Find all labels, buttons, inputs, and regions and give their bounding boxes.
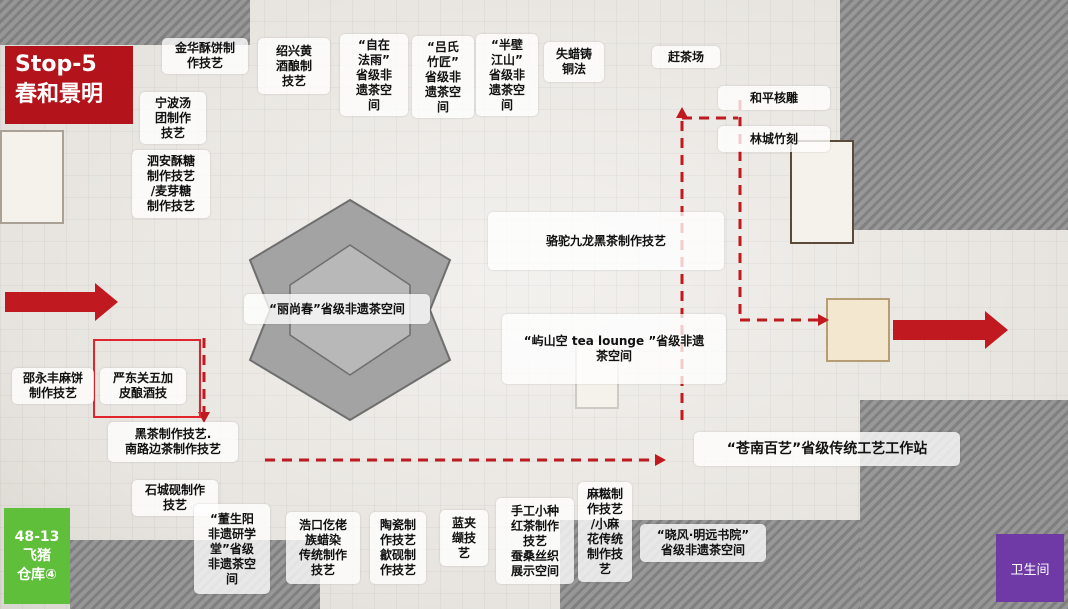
booth-label[interactable]: “丽尚春”省级非遗茶空间 [244, 294, 430, 324]
booth-label[interactable]: 麻糍制 作技艺 /小麻 花传统 制作技 艺 [578, 482, 632, 582]
booth-label[interactable]: 赶茶场 [652, 46, 720, 68]
exit-arrow-icon [893, 311, 1008, 349]
route-arrowhead-down-icon [198, 412, 210, 423]
booth-badge: 48-13 飞猪 仓库④ [4, 508, 70, 604]
booth-label[interactable]: 泗安酥糖 制作技艺 /麦芽糖 制作技艺 [132, 150, 210, 218]
highlight-frame [93, 339, 201, 418]
booth-label[interactable]: 严东关五加 皮酿酒技 [100, 368, 186, 404]
route-arrowhead-gate-icon [818, 314, 829, 326]
booth-label[interactable]: 和平核雕 [718, 86, 830, 110]
booth-label[interactable]: 黑茶制作技艺. 南路边茶制作技艺 [108, 422, 238, 462]
exit-gate [826, 298, 890, 362]
booth-label[interactable]: “半壁 江山” 省级非 遗茶空 间 [476, 34, 538, 116]
booth-label[interactable]: 蓝夹 缬技 艺 [440, 510, 488, 566]
booth-label[interactable]: 手工小种 红茶制作 技艺 蚕桑丝织 展示空间 [496, 498, 574, 584]
booth-label[interactable]: 宁波汤 团制作 技艺 [140, 92, 206, 144]
building-left-wall [0, 130, 64, 224]
booth-label[interactable]: “苍南百艺”省级传统工艺工作站 [694, 432, 960, 466]
entry-arrow-icon [5, 283, 118, 321]
route-arrowhead-up-icon [676, 107, 688, 118]
booth-label[interactable]: “董生阳 非遗研学 堂”省级 非遗茶空 间 [194, 504, 270, 594]
booth-label[interactable]: 陶瓷制 作技艺 歙砚制 作技艺 [370, 512, 426, 584]
booth-label[interactable]: 绍兴黄 酒酿制 技艺 [258, 38, 330, 94]
stop-title: Stop-5 春和景明 [5, 46, 133, 124]
booth-label[interactable]: 骆驼九龙黑茶制作技艺 [488, 212, 724, 270]
route-arrowhead-right-icon [655, 454, 666, 466]
booth-label[interactable]: 金华酥饼制 作技艺 [162, 38, 248, 74]
booth-label[interactable]: 林城竹刻 [718, 126, 830, 152]
booth-label[interactable]: 失蜡铸 铜法 [544, 42, 604, 82]
booth-label[interactable]: 邵永丰麻饼 制作技艺 [12, 368, 94, 404]
restroom-badge[interactable]: 卫生间 [996, 534, 1064, 602]
booth-label[interactable]: “屿山空 tea lounge ”省级非遗 茶空间 [502, 314, 726, 384]
building-right-top [840, 0, 1068, 230]
booth-label[interactable]: 浩口仡佬 族蜡染 传统制作 技艺 [286, 512, 360, 584]
booth-label[interactable]: “自在 法雨” 省级非 遗茶空 间 [340, 34, 408, 116]
booth-label[interactable]: “吕氏 竹匠” 省级非 遗茶空 间 [412, 36, 474, 118]
building-top-left [0, 0, 250, 45]
booth-label[interactable]: “晓风·明远书院” 省级非遗茶空间 [640, 524, 766, 562]
